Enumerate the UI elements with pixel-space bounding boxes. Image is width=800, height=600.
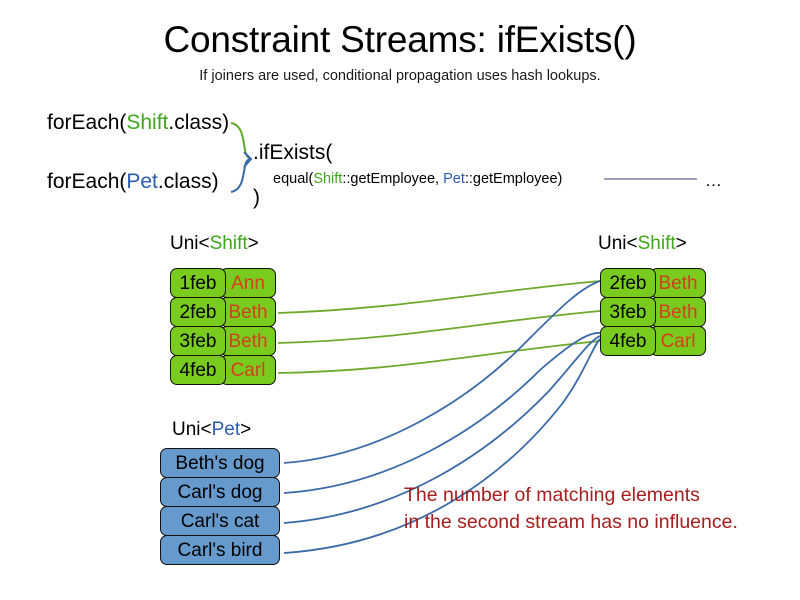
table-row[interactable]: 3feb Beth <box>170 326 280 356</box>
wire-green-2feb <box>277 280 601 314</box>
cell-pet-name: Carl's dog <box>160 477 280 507</box>
list-item[interactable]: Carl's cat <box>160 506 284 536</box>
brace-tip <box>243 151 253 168</box>
table-row[interactable]: 2feb Beth <box>170 297 280 327</box>
stream-label-right-shift: Uni<Shift> <box>598 232 687 256</box>
code-line-foreach-pet: forEach(Pet.class) <box>47 169 219 195</box>
cell-pet-name: Beth's dog <box>160 448 280 478</box>
left-shift-label-type: Shift <box>209 233 248 254</box>
equal-prefix: equal( <box>273 171 314 187</box>
brace-lower-blue <box>230 158 252 193</box>
ellipsis-continuation: … <box>705 171 723 190</box>
brace-upper-green <box>230 122 252 160</box>
foreach-shift-suffix: .class) <box>168 111 230 134</box>
foreach-pet-type: Pet <box>126 170 158 193</box>
cell-pet-name: Carl's cat <box>160 506 280 536</box>
cell-name: Beth <box>650 268 706 298</box>
annotation-line-1: The number of matching elements <box>404 484 700 506</box>
slide-title: Constraint Streams: ifExists() <box>163 19 637 60</box>
right-shift-label-type: Shift <box>637 233 676 254</box>
foreach-pet-prefix: forEach( <box>47 170 127 193</box>
list-item[interactable]: Carl's bird <box>160 535 284 565</box>
table-right-shift: 2feb Beth 3feb Beth 4feb Carl <box>600 268 710 356</box>
foreach-shift-type: Shift <box>126 111 169 134</box>
cell-date: 3feb <box>600 297 656 327</box>
code-line-close-paren: ) <box>253 186 260 209</box>
equal-left-method: ::getEmployee, <box>342 171 444 187</box>
cell-date: 1feb <box>170 268 226 298</box>
cell-name: Carl <box>650 326 706 356</box>
wire-blue-beths-dog <box>283 280 601 464</box>
right-shift-label-prefix: Uni< <box>598 233 638 254</box>
code-line-foreach-shift: forEach(Shift.class) <box>47 110 229 136</box>
foreach-shift-prefix: forEach( <box>47 111 127 134</box>
table-row[interactable]: 4feb Carl <box>170 355 280 385</box>
wire-green-3feb <box>277 310 601 344</box>
cell-date: 3feb <box>170 326 226 356</box>
annotation-line-2: in the second stream has no influence. <box>404 511 738 533</box>
stream-label-pet: Uni<Pet> <box>172 418 251 442</box>
cell-name: Beth <box>650 297 706 327</box>
left-shift-label-prefix: Uni< <box>170 233 210 254</box>
list-item[interactable]: Carl's dog <box>160 477 284 507</box>
pet-label-prefix: Uni< <box>172 419 212 440</box>
equal-right-method: ::getEmployee) <box>464 171 563 187</box>
table-row[interactable]: 3feb Beth <box>600 297 710 327</box>
cell-date: 4feb <box>170 355 226 385</box>
cell-date: 4feb <box>600 326 656 356</box>
table-left-shift: 1feb Ann 2feb Beth 3feb Beth 4feb Carl <box>170 268 280 385</box>
cell-name: Beth <box>220 297 276 327</box>
wire-green-4feb <box>277 340 601 374</box>
pet-label-suffix: > <box>240 419 252 440</box>
code-line-ifexists: .ifExists( <box>253 141 333 164</box>
cell-name: Carl <box>220 355 276 385</box>
list-item[interactable]: Beth's dog <box>160 448 284 478</box>
annotation-note: The number of matching elements in the s… <box>404 482 784 536</box>
table-row[interactable]: 2feb Beth <box>600 268 710 298</box>
equal-right-type: Pet <box>443 171 465 187</box>
code-line-equal-joiner: equal(Shift::getEmployee, Pet::getEmploy… <box>273 170 562 188</box>
wire-blue-carls-dog <box>283 332 601 494</box>
pet-label-type: Pet <box>211 419 241 440</box>
table-pet: Beth's dog Carl's dog Carl's cat Carl's … <box>160 448 284 565</box>
cell-name: Ann <box>220 268 276 298</box>
slide-subtitle: If joiners are used, conditional propaga… <box>199 68 601 84</box>
cell-name: Beth <box>220 326 276 356</box>
cell-pet-name: Carl's bird <box>160 535 280 565</box>
table-row[interactable]: 1feb Ann <box>170 268 280 298</box>
equal-left-type: Shift <box>313 171 343 187</box>
right-shift-label-suffix: > <box>675 233 687 254</box>
foreach-pet-suffix: .class) <box>157 170 219 193</box>
cell-date: 2feb <box>600 268 656 298</box>
cell-date: 2feb <box>170 297 226 327</box>
left-shift-label-suffix: > <box>247 233 259 254</box>
stream-label-left-shift: Uni<Shift> <box>170 232 259 256</box>
table-row[interactable]: 4feb Carl <box>600 326 710 356</box>
